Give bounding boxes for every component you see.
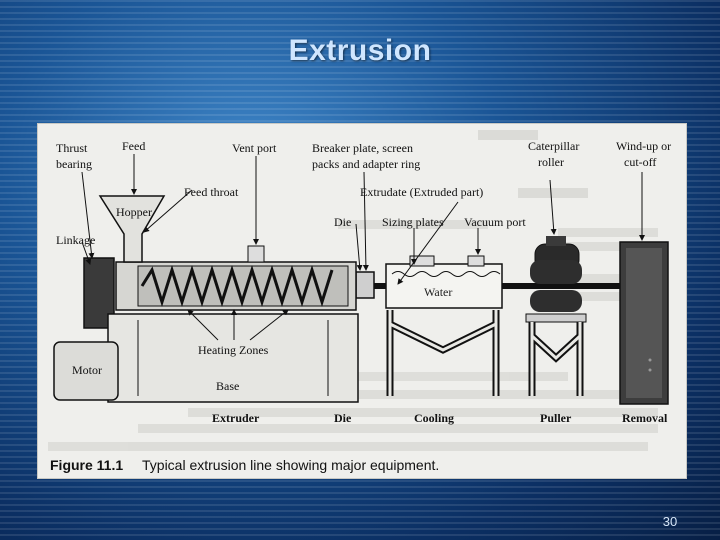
label-thrust-bearing-2: bearing: [56, 157, 92, 171]
scan-bleed-text: [48, 130, 668, 451]
page-number: 30: [662, 514, 678, 529]
hopper-shape: [98, 195, 166, 263]
water-label: Water: [424, 285, 452, 299]
removal-unit: [619, 241, 669, 405]
stage-extruder: Extruder: [212, 411, 260, 425]
extruder-base: [107, 313, 359, 403]
label-caterpillar-2: roller: [538, 155, 564, 169]
stage-die: Die: [334, 411, 352, 425]
stage-puller: Puller: [540, 411, 572, 425]
label-motor: Motor: [72, 363, 102, 377]
label-sizing-plates: Sizing plates: [382, 215, 444, 229]
label-feed-throat: Feed throat: [184, 185, 239, 199]
label-breaker-plate-1: Breaker plate, screen: [312, 141, 413, 155]
die-block: [355, 271, 375, 299]
extrusion-line-figure: Water: [38, 124, 686, 478]
label-caterpillar-1: Caterpillar: [528, 139, 579, 153]
label-thrust-bearing-1: Thrust: [56, 141, 88, 155]
label-extrudate: Extrudate (Extruded part): [360, 185, 483, 199]
label-die-top: Die: [334, 215, 351, 229]
label-windup-1: Wind-up or: [616, 139, 671, 153]
label-base: Base: [216, 379, 239, 393]
component-labels: Thrust bearing Feed Vent port Breaker pl…: [56, 139, 671, 393]
label-windup-2: cut-off: [624, 155, 656, 169]
figure-caption: Figure 11.1 Typical extrusion line showi…: [50, 457, 439, 473]
cooling-tank: Water: [385, 255, 503, 396]
caption-text: Typical extrusion line showing major equ…: [142, 457, 439, 473]
label-breaker-plate-2: packs and adapter ring: [312, 157, 420, 171]
slide-title: Extrusion: [288, 34, 432, 67]
label-heating-zones: Heating Zones: [198, 343, 269, 357]
label-vacuum-port: Vacuum port: [464, 215, 526, 229]
label-vent-port: Vent port: [232, 141, 277, 155]
leader-lines: [81, 154, 645, 341]
label-linkage: Linkage: [56, 233, 95, 247]
stage-cooling: Cooling: [414, 411, 454, 425]
label-feed: Feed: [122, 139, 145, 153]
stage-labels: Extruder Die Cooling Puller Removal: [212, 411, 668, 425]
extruder-barrel: [115, 245, 357, 311]
puller-unit: [525, 236, 587, 396]
caption-label: Figure 11.1: [50, 457, 123, 473]
motor-block: [53, 341, 119, 401]
extrusion-diagram: Water: [48, 130, 671, 473]
stage-removal: Removal: [622, 411, 668, 425]
label-hopper: Hopper: [116, 205, 152, 219]
